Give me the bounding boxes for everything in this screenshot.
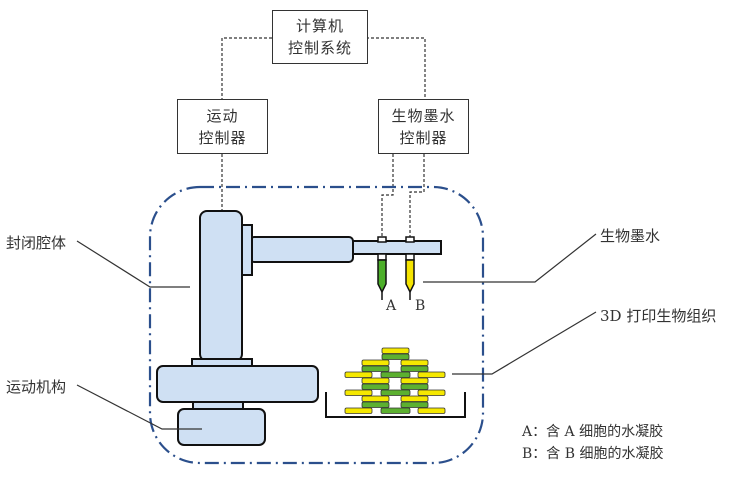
scaffold-bar-yellow [344,389,373,396]
scaffold-bar-green [361,365,390,372]
connector-bioink-to-nozzle-a [381,154,394,238]
motion-mechanism-label: 运动机构 [6,378,67,396]
scaffold-bar-green [400,383,429,390]
scaffold-bar-yellow [361,395,390,402]
scaffold-bar-yellow [417,389,446,396]
printed-tissue-scaffold [344,347,446,414]
bioink-controller-line2: 控制器 [399,128,448,147]
connector-bioink-to-nozzle-b [409,154,425,238]
computer-control-system-box: 计算机 控制系统 [272,10,368,64]
legend: A：含 A 细胞的水凝胶 B：含 B 细胞的水凝胶 [522,421,663,465]
computer-box-line2: 控制系统 [287,39,352,57]
leader-printed-tissue [452,311,597,375]
nozzle-b-label: B [415,298,425,314]
scaffold-bar-green [380,407,411,414]
nozzle-b-collar [405,253,415,261]
scaffold-bar-yellow [344,371,373,378]
scaffold-bar-yellow [361,359,390,366]
scaffold-bar-green [361,383,390,390]
connector-computer-to-bioink [366,37,426,99]
legend-item-b: B：含 B 细胞的水凝胶 [522,446,664,462]
bioink-controller-line1: 生物墨水 [391,106,456,125]
robot-arm [156,210,442,446]
computer-box-line1: 计算机 [295,17,344,35]
horizontal-arm-bar [351,240,442,255]
horizontal-arm [249,236,354,263]
nozzle-b-cap [405,236,415,243]
scaffold-bar-yellow [400,395,429,402]
bioink-label: 生物墨水 [600,227,661,245]
nozzle-a-body [377,259,387,294]
nozzle-b [405,236,415,300]
base-platform [156,365,319,403]
signal-connectors [221,37,426,238]
bioink-controller-box: 生物墨水 控制器 [378,99,469,154]
printed-tissue-label: 3D 打印生物组织 [600,307,717,325]
nozzle-a [377,236,387,300]
scaffold-bar-yellow [400,359,429,366]
motion-controller-line1: 运动 [206,106,239,125]
motion-base [177,408,266,446]
enclosure-boundary [148,185,485,465]
nozzle-a-label: A [385,298,397,314]
scaffold-bar-green [400,401,429,408]
legend-item-a: A：含 A 细胞的水凝胶 [522,424,664,440]
scaffold-bar-yellow [417,371,446,378]
leader-bioink [423,233,597,283]
scaffold-bar-green [380,371,411,378]
scaffold-bar-yellow [417,407,446,414]
leader-enclosure [76,240,190,288]
scaffold-bar-yellow [400,377,429,384]
scaffold-bar-yellow [344,407,373,414]
scaffold-bar-green [380,389,411,396]
vertical-column [199,210,243,362]
motion-controller-box: 运动 控制器 [177,99,268,154]
leader-motion-mechanism [76,384,202,430]
nozzle-b-body [405,259,415,294]
nozzle-a-collar [377,253,387,261]
scaffold-bar-yellow [381,347,410,354]
leader-lines [76,233,597,430]
enclosure-label: 封闭腔体 [6,234,67,252]
scaffold-bar-green [400,365,429,372]
connector-computer-to-motion [221,37,272,99]
scaffold-bar-green [381,353,410,360]
scaffold-bar-yellow [361,377,390,384]
scaffold-bar-green [361,401,390,408]
print-tray [325,392,466,418]
nozzle-a-cap [377,236,387,243]
motion-controller-line2: 控制器 [198,128,247,147]
